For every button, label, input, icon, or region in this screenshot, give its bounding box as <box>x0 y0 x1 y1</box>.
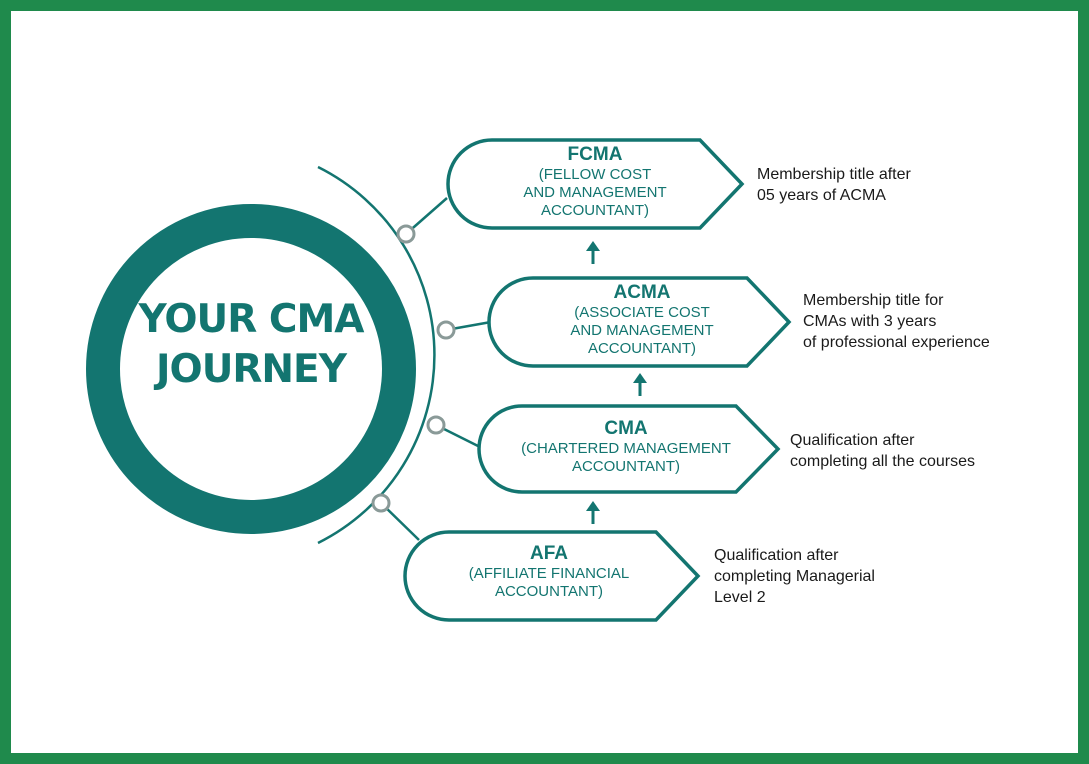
journey-title-line: YOUR CMA <box>138 297 365 342</box>
description-line: of professional experience <box>803 334 990 351</box>
arrow-up-icon <box>586 241 600 264</box>
pill-afa <box>403 530 701 622</box>
stage-full-name-line: ACCOUNTANT) <box>587 340 697 357</box>
stage-full-name-line: (AFFILIATE FINANCIAL <box>468 565 630 582</box>
stage-acma-description: Membership title for CMAs with 3 years o… <box>803 290 990 353</box>
journey-title: YOUR CMA JOURNEY <box>110 260 392 430</box>
description-line: 05 years of ACMA <box>757 187 886 204</box>
stage-full-name-line: ACCOUNTANT) <box>494 583 604 600</box>
node-afa <box>371 493 391 513</box>
stage-abbr: FCMA <box>567 144 623 165</box>
pill-cma <box>477 404 781 494</box>
description-line: completing Managerial <box>714 568 875 585</box>
description-line: Qualification after <box>714 547 839 564</box>
description-line: completing all the courses <box>790 453 975 470</box>
description-line: Level 2 <box>714 589 766 606</box>
description-line: Qualification after <box>790 432 915 449</box>
stage-abbr: ACMA <box>613 282 671 303</box>
stage-fcma-description: Membership title after 05 years of ACMA <box>757 164 911 206</box>
node-acma <box>436 320 456 340</box>
pill-acma <box>487 276 792 368</box>
arrow-up-icon <box>586 501 600 524</box>
stage-afa-description: Qualification after completing Manageria… <box>714 545 875 608</box>
node-cma <box>426 415 446 435</box>
stage-full-name-line: (FELLOW COST <box>538 166 652 183</box>
stage-acma-label: ACMA (ASSOCIATE COST AND MANAGEMENT ACCO… <box>517 282 767 358</box>
stage-cma-label: CMA (CHARTERED MANAGEMENT ACCOUNTANT) <box>495 418 757 476</box>
arrow-up-icon <box>633 373 647 396</box>
description-line: Membership title after <box>757 166 911 183</box>
stage-full-name-line: (ASSOCIATE COST <box>574 304 710 321</box>
journey-ring <box>86 204 416 534</box>
description-line: CMAs with 3 years <box>803 313 937 330</box>
stage-afa-label: AFA (AFFILIATE FINANCIAL ACCOUNTANT) <box>424 543 674 601</box>
stage-cma-description: Qualification after completing all the c… <box>790 430 975 472</box>
stage-full-name-line: (CHARTERED MANAGEMENT <box>521 440 731 457</box>
stage-full-name-line: AND MANAGEMENT <box>570 322 714 339</box>
stage-abbr: AFA <box>530 543 568 564</box>
stage-full-name-line: ACCOUNTANT) <box>540 202 650 219</box>
description-line: Membership title for <box>803 292 944 309</box>
stage-fcma-label: FCMA (FELLOW COST AND MANAGEMENT ACCOUNT… <box>470 144 720 220</box>
pill-fcma <box>446 138 745 230</box>
stage-full-name-line: AND MANAGEMENT <box>523 184 667 201</box>
stage-full-name-line: ACCOUNTANT) <box>571 458 681 475</box>
stage-abbr: CMA <box>604 418 648 439</box>
node-fcma <box>396 224 416 244</box>
journey-title-line: JOURNEY <box>156 347 347 392</box>
